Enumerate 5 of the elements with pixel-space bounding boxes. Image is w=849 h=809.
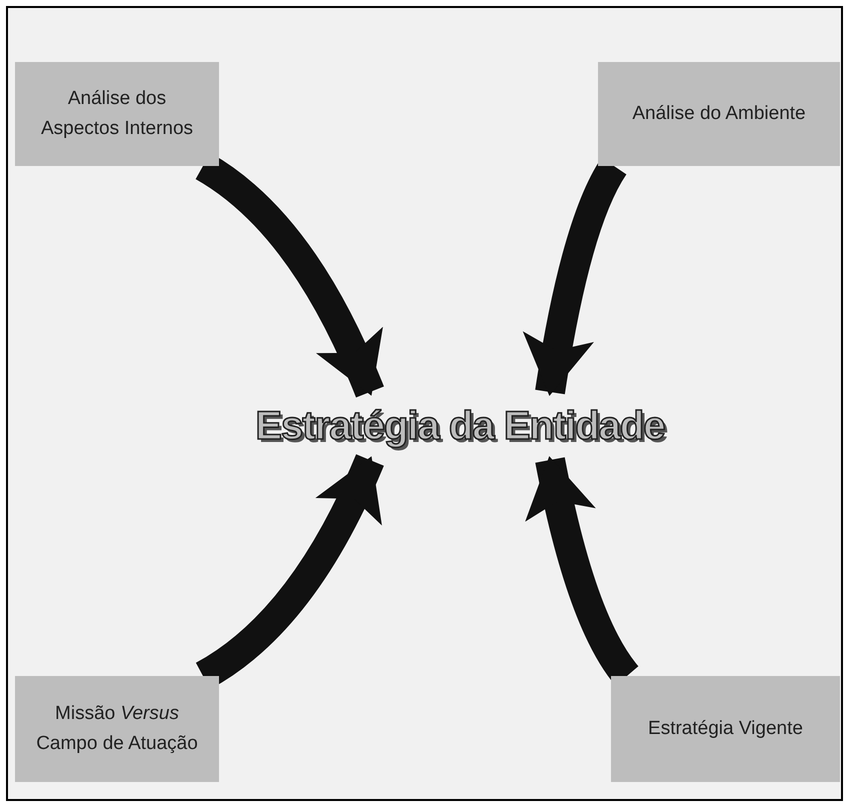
label-box: Análise dos Aspectos Internos [15, 62, 219, 166]
label-box: Estratégia Vigente [611, 676, 840, 782]
label-box: Análise do Ambiente [598, 62, 840, 166]
title-text: Estratégia da Entidade [240, 398, 680, 454]
label-box: Missão Versus Campo de Atuação [15, 676, 219, 782]
